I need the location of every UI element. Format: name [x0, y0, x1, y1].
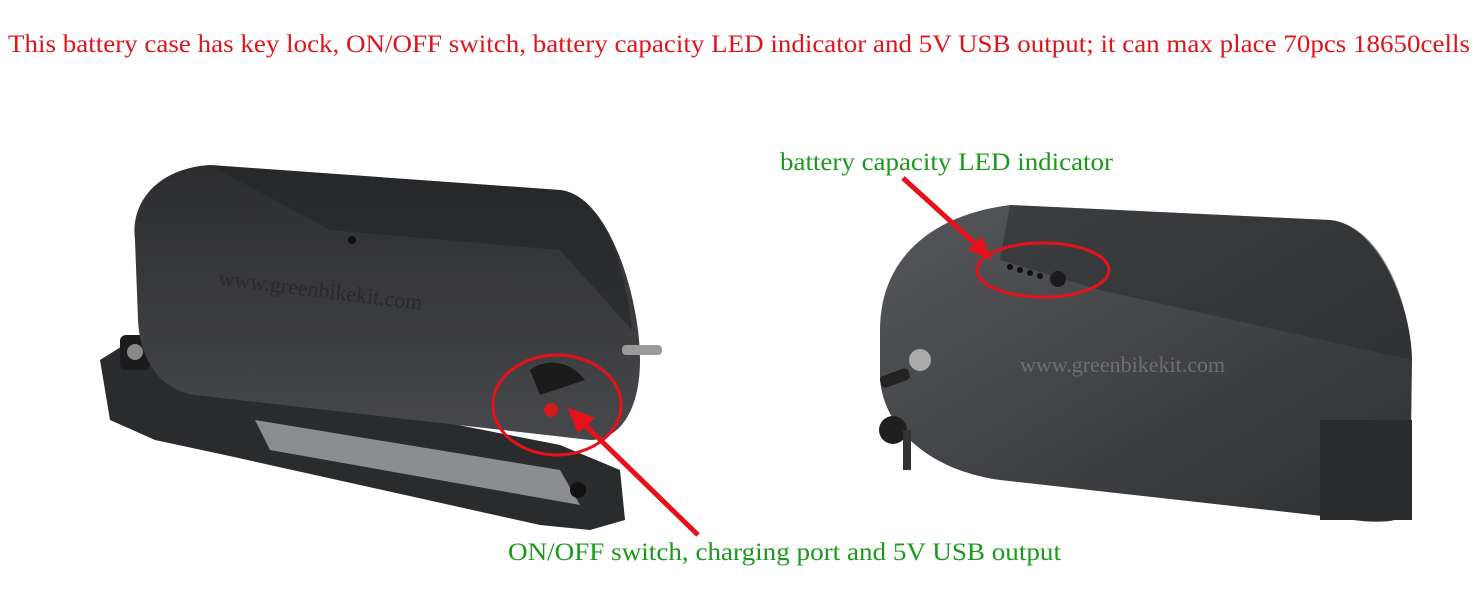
arrow-head-icon: [567, 407, 595, 433]
arrow-head-icon: [968, 236, 992, 260]
arrow-line: [901, 176, 982, 250]
led-indicator-label: battery capacity LED indicator: [780, 149, 1114, 176]
arrow-line: [583, 423, 700, 537]
left-battery-body: www.greenbikekit.com: [134, 165, 662, 440]
highlight-ellipse: [975, 241, 1111, 299]
led-indicator-panel: [1007, 264, 1066, 287]
switch-port-callout: [491, 353, 700, 537]
key-lock: [879, 349, 931, 470]
watermark-right: www.greenbikekit.com: [1020, 352, 1225, 377]
right-battery-body: www.greenbikekit.com: [879, 205, 1412, 522]
highlight-ellipse: [491, 353, 623, 457]
led-indicator-callout: [901, 176, 1111, 299]
switch-port-label: ON/OFF switch, charging port and 5V USB …: [508, 539, 1061, 566]
headline: This battery case has key lock, ON/OFF s…: [8, 31, 1470, 58]
